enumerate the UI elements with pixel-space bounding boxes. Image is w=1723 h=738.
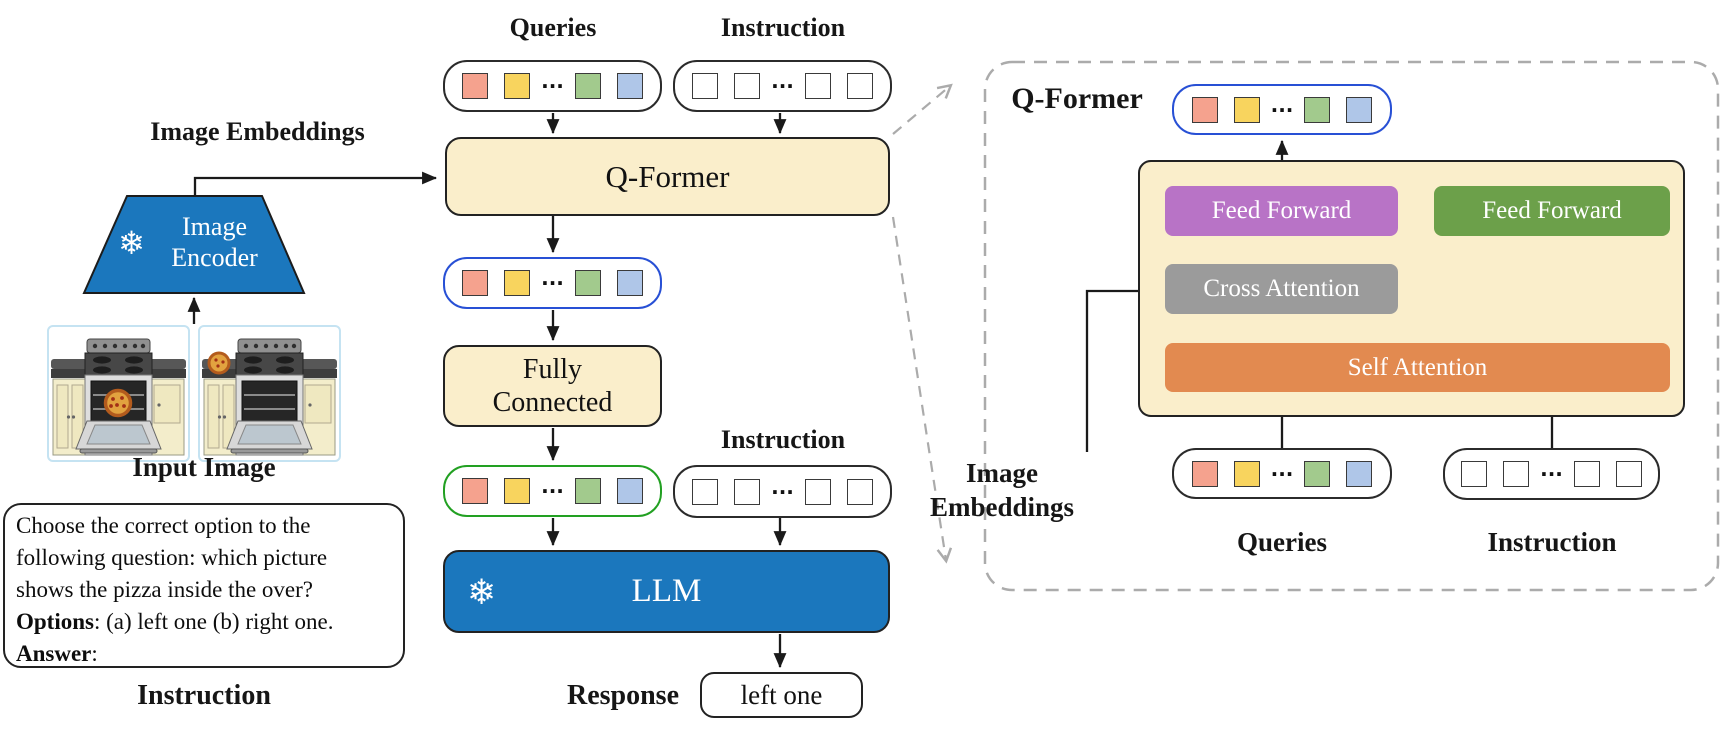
instruction-token — [1503, 461, 1530, 487]
query-token-yellow — [504, 73, 531, 99]
cross-attention-label: Cross Attention — [1203, 275, 1360, 302]
qformer-detail-title: Q-Former — [1011, 82, 1143, 115]
instruction-token — [804, 478, 831, 505]
instruction-prompt-options: Options: (a) left one (b) right one. — [16, 609, 334, 634]
response-value: left one — [740, 679, 823, 710]
instruction-prompt-line1: Choose the correct option to the — [16, 513, 311, 538]
query-output-tokens-blue: ··· — [443, 257, 662, 309]
qformer-box: Q-Former — [445, 137, 890, 216]
queries-label-top: Queries — [509, 13, 597, 42]
image-encoder-trapezoid — [82, 195, 306, 294]
instruction-token — [1573, 461, 1600, 487]
query-token-blue — [616, 270, 643, 296]
instruction-prompt-line2: following question: which picture — [16, 545, 328, 570]
query-token-green — [574, 270, 601, 296]
input-image-right-pizza-on-counter — [198, 325, 341, 462]
llm-box-label: LLM — [631, 573, 702, 609]
instruction-token — [692, 73, 719, 99]
query-token-blue — [616, 73, 643, 99]
feed-forward-right-label: Feed Forward — [1482, 197, 1622, 224]
instruction-token — [804, 73, 831, 99]
query-token-green — [574, 478, 601, 504]
ellipsis-dots: ··· — [771, 74, 794, 98]
input-image-left-pizza-in-oven — [47, 325, 190, 462]
dashed-expand-line-top — [892, 83, 953, 135]
fully-connected-box: Fully Connected — [443, 345, 662, 427]
image-encoder-line1: Image — [182, 212, 247, 241]
qformer-box-label: Q-Former — [605, 158, 730, 194]
ellipsis-dots: ··· — [771, 479, 794, 504]
query-token-yellow — [1233, 96, 1260, 123]
instruction-token — [1615, 461, 1642, 487]
query-token-green — [574, 73, 601, 99]
ellipsis-dots: ··· — [541, 74, 564, 98]
feed-forward-left-label: Feed Forward — [1211, 197, 1352, 224]
image-encoder-line2: Encoder — [171, 243, 258, 272]
snowflake-icon: ❄ — [118, 224, 145, 262]
image-encoder-label: Image Encoder — [152, 211, 277, 273]
instruction-token — [846, 478, 873, 505]
query-token-green — [1304, 460, 1331, 487]
instruction-label-mid: Instruction — [720, 425, 846, 454]
input-image-label: Input Image — [132, 452, 276, 482]
instruction-prompt-line3: shows the pizza inside the over? — [16, 577, 313, 602]
ellipsis-dots: ··· — [541, 271, 564, 295]
dashed-expand-line-bottom — [891, 216, 953, 564]
instruction-token — [846, 73, 873, 99]
query-token-green — [1304, 96, 1331, 123]
self-attention-label: Self Attention — [1347, 353, 1488, 381]
rp-instruction-label: Instruction — [1487, 527, 1617, 557]
ellipsis-dots: ··· — [1270, 97, 1294, 122]
instruction-tokens-top: ··· — [673, 60, 892, 112]
query-token-red — [1191, 460, 1218, 487]
rp-image-embeddings-label: Image Embeddings — [929, 458, 1075, 522]
qformer-detail-panel-border — [983, 60, 1720, 592]
instruction-token — [734, 478, 761, 505]
instruction-token — [692, 478, 719, 505]
query-token-red — [462, 478, 489, 504]
ellipsis-dots: ··· — [1540, 462, 1563, 486]
query-token-blue — [616, 478, 643, 504]
rp-query-tokens: ··· — [1172, 448, 1392, 499]
cross-attention-box: Cross Attention — [1165, 264, 1398, 314]
fully-connected-label: Fully Connected — [492, 354, 613, 418]
rp-queries-label: Queries — [1237, 527, 1327, 557]
query-token-red — [1191, 96, 1218, 123]
arrow-embeddings-to-qformer — [193, 171, 438, 196]
rp-instruction-tokens: ··· — [1443, 448, 1660, 500]
arrow-rp-embeddings-to-crossattn — [1085, 284, 1160, 452]
feed-forward-right-box: Feed Forward — [1434, 186, 1670, 236]
instruction-token — [1461, 461, 1488, 487]
feed-forward-left-box: Feed Forward — [1165, 186, 1398, 236]
projected-tokens-green: ··· — [443, 465, 662, 517]
instruction-token — [734, 73, 761, 99]
image-embeddings-label: Image Embeddings — [150, 117, 365, 146]
query-token-blue — [1346, 96, 1373, 123]
query-token-red — [462, 270, 489, 296]
query-token-yellow — [504, 478, 531, 504]
instruction-tokens-mid: ··· — [673, 465, 892, 518]
ellipsis-dots: ··· — [541, 479, 564, 503]
query-tokens-top: ··· — [443, 60, 662, 112]
instruction-prompt-box: Choose the correct option to the followi… — [3, 503, 405, 668]
instruction-label-top: Instruction — [720, 13, 846, 42]
ellipsis-dots: ··· — [1270, 461, 1294, 486]
query-token-yellow — [504, 270, 531, 296]
instruction-caption-left: Instruction — [137, 680, 271, 711]
query-token-red — [462, 73, 489, 99]
query-token-yellow — [1233, 460, 1260, 487]
instruction-prompt-answer: Answer: — [16, 641, 98, 666]
query-token-blue — [1346, 460, 1373, 487]
snowflake-icon: ❄ — [467, 573, 497, 613]
llm-box: ❄ LLM — [443, 550, 890, 633]
self-attention-box: Self Attention — [1165, 343, 1670, 392]
response-box: left one — [700, 672, 863, 718]
rp-output-tokens-blue: ··· — [1172, 84, 1392, 135]
response-label: Response — [566, 680, 679, 711]
